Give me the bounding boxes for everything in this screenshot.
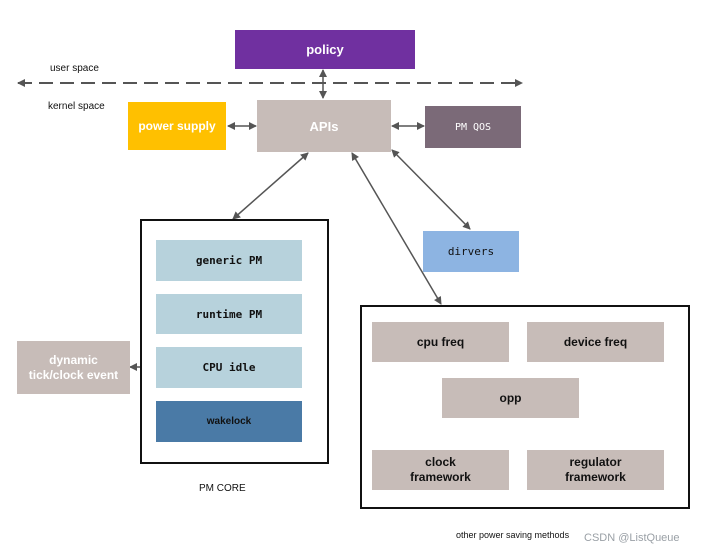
device-freq-node: device freq bbox=[527, 322, 664, 362]
other-methods-label: other power saving methods bbox=[456, 530, 570, 540]
generic-pm-node: generic PM bbox=[156, 240, 302, 281]
pm-core-label: PM CORE bbox=[199, 483, 246, 494]
policy-node: policy bbox=[235, 30, 415, 69]
clock-framework-node: clock framework bbox=[372, 450, 509, 490]
cpu-idle-node: CPU idle bbox=[156, 347, 302, 388]
power-supply-node: power supply bbox=[128, 102, 226, 150]
apis-dirvers-connector bbox=[391, 149, 471, 230]
apis-node: APIs bbox=[257, 100, 391, 152]
user-space-label: user space bbox=[50, 63, 99, 74]
runtime-pm-node: runtime PM bbox=[156, 294, 302, 334]
dynamic-tick-node: dynamic tick/clock event bbox=[17, 341, 130, 394]
pm-qos-node: PM QOS bbox=[425, 106, 521, 148]
csdn-watermark: CSDN @ListQueue bbox=[584, 532, 680, 544]
dirvers-node: dirvers bbox=[423, 231, 519, 272]
apis-pm-core-connector bbox=[232, 152, 309, 220]
regulator-framework-node: regulator framework bbox=[527, 450, 664, 490]
wakelock-node: wakelock bbox=[156, 401, 302, 442]
kernel-space-label: kernel space bbox=[48, 101, 105, 112]
apis-other-methods-connector bbox=[351, 152, 442, 305]
opp-node: opp bbox=[442, 378, 579, 418]
cpu-freq-node: cpu freq bbox=[372, 322, 509, 362]
